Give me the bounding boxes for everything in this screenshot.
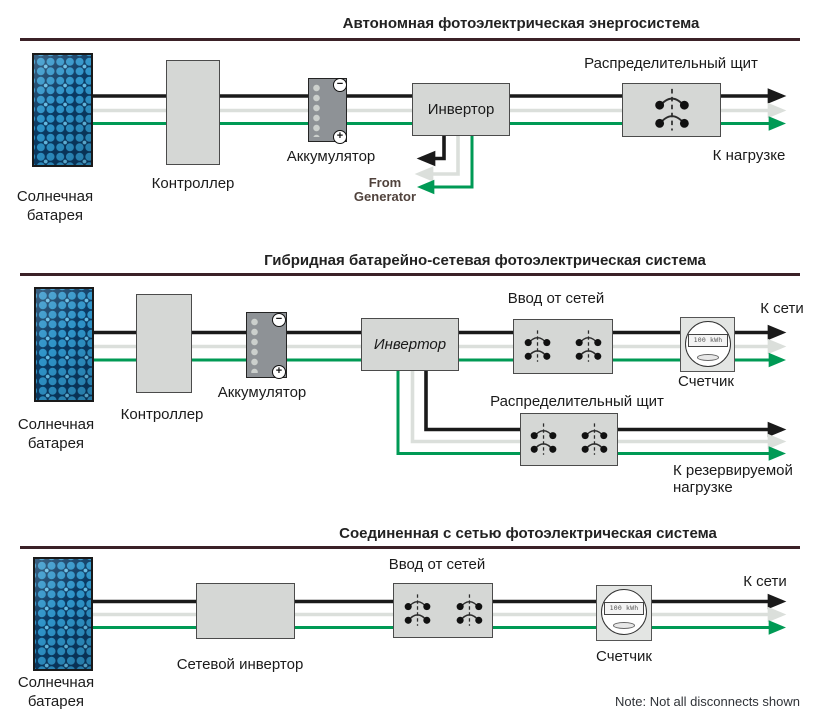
inverter-label: Инвертор xyxy=(373,336,447,353)
grid-inverter-label: Сетевой инвертор xyxy=(176,656,304,673)
from-generator-line1: From xyxy=(368,175,402,190)
battery-label: Аккумулятор xyxy=(286,148,376,165)
breaker-icon xyxy=(404,593,483,626)
backup-load-line1: К резервируемой xyxy=(673,462,793,479)
breaker-icon xyxy=(530,422,608,455)
battery-terminal-plus: + xyxy=(272,365,286,379)
note-label: Note: Not all disconnects shown xyxy=(615,694,800,709)
battery-label: Аккумулятор xyxy=(217,384,307,401)
backup-load-label: К резервируемой нагрузке xyxy=(673,462,793,496)
controller-box xyxy=(166,60,220,165)
breaker-icon xyxy=(654,88,689,131)
meter: 100 kWh xyxy=(596,585,652,641)
meter: 100 kWh xyxy=(680,317,735,372)
meter-display: 100 kWh xyxy=(688,334,728,347)
battery-terminal-plus: + xyxy=(333,130,347,144)
battery-box: − + xyxy=(246,312,287,379)
title-underline xyxy=(20,38,800,41)
grid-input-box xyxy=(393,583,493,638)
inverter-label: Инвертор xyxy=(427,101,495,118)
distribution-board-box xyxy=(622,83,721,137)
solar-panel-label-line1: Солнечная xyxy=(17,674,95,691)
battery-cells xyxy=(312,83,321,137)
solar-panel-label-line2: батарея xyxy=(27,692,85,710)
solar-panel xyxy=(34,287,94,402)
grid-input-box xyxy=(513,319,613,374)
solar-panel-label-line2: батарея xyxy=(26,206,84,224)
controller-label: Контроллер xyxy=(151,175,235,192)
backup-load-line2: нагрузке xyxy=(673,479,733,496)
solar-panel-label-line1: Солнечная xyxy=(17,416,95,433)
battery-cells xyxy=(250,317,259,373)
meter-lens xyxy=(697,354,719,361)
grid-inverter-box xyxy=(196,583,295,639)
controller-label: Контроллер xyxy=(120,406,204,423)
solar-panel xyxy=(33,557,93,671)
distribution-board-box xyxy=(520,413,618,466)
to-load-label: К нагрузке xyxy=(712,147,786,164)
solar-panel-label: Солнечная батарея xyxy=(18,416,94,454)
section-title: Гибридная батарейно-сетевая фотоэлектрич… xyxy=(264,252,706,269)
grid-input-label: Ввод от сетей xyxy=(388,556,486,573)
breaker-icon xyxy=(524,329,602,362)
meter-display: 100 kWh xyxy=(604,602,644,615)
meter-label: Счетчик xyxy=(596,648,652,665)
controller-box xyxy=(136,294,192,393)
solar-panel-label-line1: Солнечная xyxy=(16,188,94,205)
solar-panel-label: Солнечная батарея xyxy=(18,674,94,712)
to-grid-label: К сети xyxy=(743,573,787,590)
meter-label: Счетчик xyxy=(678,373,734,390)
inverter-box: Инвертор xyxy=(412,83,510,136)
section-title: Соединенная с сетью фотоэлектрическая си… xyxy=(339,525,717,542)
from-generator-line2: Generator xyxy=(353,189,417,204)
to-grid-label: К сети xyxy=(760,300,804,317)
inverter-box: Инвертор xyxy=(361,318,459,371)
grid-input-label: Ввод от сетей xyxy=(507,290,605,307)
section-title: Автономная фотоэлектрическая энергосисте… xyxy=(342,15,700,32)
battery-box: − + xyxy=(308,78,347,144)
solar-panel-label: Солнечная батарея xyxy=(17,188,93,226)
title-underline xyxy=(20,273,800,276)
distribution-board-label: Распределительный щит xyxy=(490,393,664,410)
from-generator-label: From Generator xyxy=(354,176,416,204)
title-underline xyxy=(20,546,800,549)
battery-terminal-minus: − xyxy=(272,313,286,327)
distribution-board-label: Распределительный щит xyxy=(584,55,758,72)
battery-terminal-minus: − xyxy=(333,78,347,92)
solar-panel xyxy=(32,53,93,167)
solar-panel-label-line2: батарея xyxy=(27,434,85,452)
meter-lens xyxy=(613,622,635,629)
